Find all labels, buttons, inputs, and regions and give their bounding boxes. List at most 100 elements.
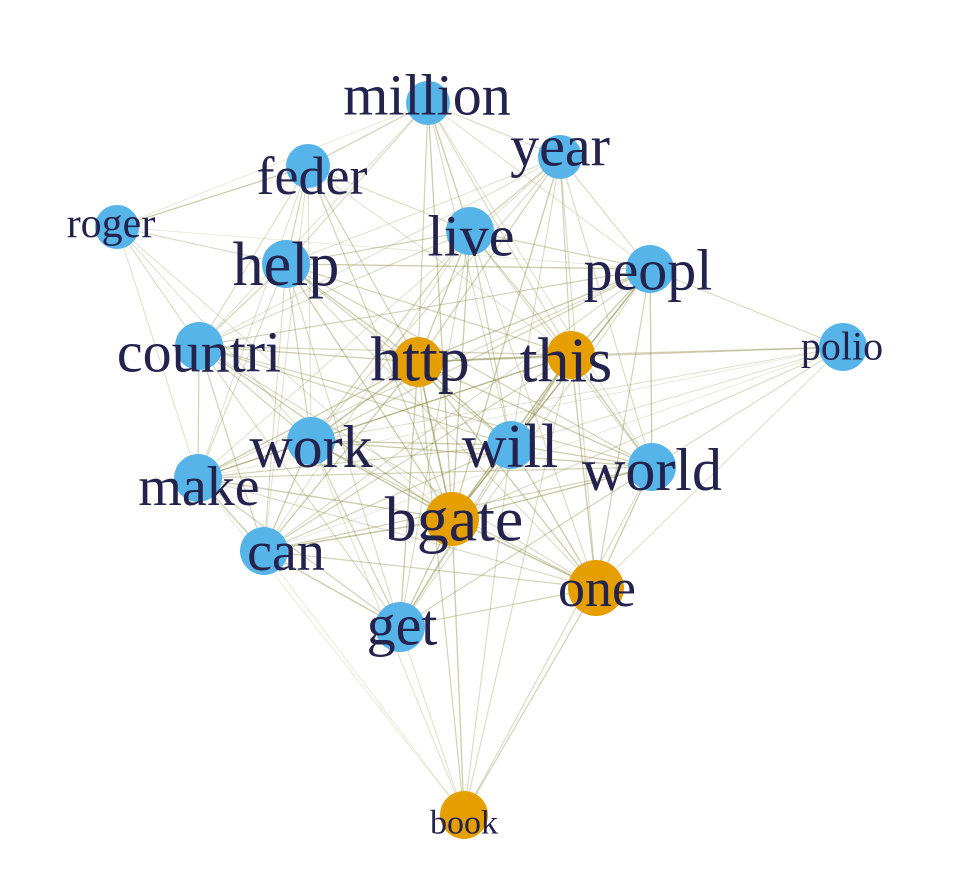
node-label-polio: polio: [801, 324, 883, 369]
edge-this-polio: [570, 346, 844, 356]
edge-million-will: [427, 102, 512, 446]
edge-feder-http: [307, 165, 419, 363]
edge-polio-world: [651, 346, 844, 468]
edge-http-world: [417, 361, 653, 468]
edge-countri-get: [198, 345, 401, 628]
edge-can-one: [263, 550, 597, 589]
edge-http-book: [417, 361, 465, 816]
edge-live-countri: [198, 230, 471, 347]
node-label-http: http: [370, 324, 470, 395]
node-label-can: can: [247, 521, 325, 583]
edge-year-countri: [198, 156, 561, 347]
edge-feder-this: [307, 165, 572, 356]
edge-live-can: [263, 230, 471, 552]
edge-live-bgate: [451, 230, 471, 520]
node-layer: [95, 81, 867, 839]
edge-roger-make: [116, 226, 199, 479]
edge-http-one: [417, 361, 597, 589]
edge-countri-will: [198, 345, 512, 446]
node-label-feder: feder: [257, 146, 368, 206]
edge-peopl-work: [310, 268, 651, 442]
edge-live-help: [285, 230, 471, 265]
edge-peopl-countri: [198, 268, 651, 347]
edge-million-http: [417, 102, 429, 363]
node-live: [446, 207, 494, 255]
edge-will-can: [263, 444, 512, 552]
edge-http-polio: [417, 346, 844, 363]
edge-year-http: [417, 156, 561, 363]
edge-roger-countri: [116, 226, 200, 347]
edge-million-feder: [307, 102, 429, 167]
edge-work-world: [310, 440, 653, 468]
edge-feder-can: [263, 165, 309, 552]
node-label-peopl: peopl: [584, 238, 713, 303]
edge-work-will: [310, 440, 512, 446]
node-roger: [95, 205, 139, 249]
edge-million-world: [427, 102, 653, 468]
edge-feder-countri: [198, 165, 309, 347]
edge-peopl-http: [417, 268, 651, 363]
edge-feder-roger: [116, 165, 309, 228]
edge-year-bgate: [451, 156, 561, 520]
node-label-world: world: [582, 437, 722, 503]
node-peopl: [626, 245, 674, 293]
edge-help-work: [285, 263, 312, 442]
edge-one-book: [463, 587, 597, 816]
edge-million-countri: [198, 102, 429, 347]
edge-year-this: [559, 156, 572, 356]
node-million: [406, 81, 450, 125]
node-can: [240, 527, 288, 575]
node-label-one: one: [558, 558, 636, 618]
edge-countri-one: [198, 345, 597, 589]
edge-live-this: [469, 230, 572, 356]
edge-polio-one: [595, 346, 844, 589]
edge-peopl-can: [263, 268, 651, 552]
edge-one-get: [399, 587, 597, 628]
node-world: [628, 443, 676, 491]
node-feder: [286, 144, 330, 188]
node-label-make: make: [138, 456, 259, 518]
edge-million-roger: [116, 102, 429, 228]
edge-bgate-can: [263, 518, 453, 552]
node-work: [287, 417, 335, 465]
edge-this-one: [570, 354, 597, 589]
edge-live-one: [469, 230, 597, 589]
node-label-will: will: [462, 413, 558, 481]
edge-http-can: [263, 361, 419, 552]
edge-year-help: [285, 156, 561, 265]
edge-countri-this: [198, 345, 572, 356]
edge-live-will: [469, 230, 512, 446]
edge-feder-bgate: [307, 165, 453, 520]
edge-can-get: [263, 550, 401, 628]
edge-can-book: [263, 550, 465, 816]
node-get: [375, 602, 425, 652]
edge-million-this: [427, 102, 572, 356]
edge-make-get: [197, 477, 401, 628]
node-label-bgate: bgate: [385, 484, 524, 555]
node-label-live: live: [428, 204, 515, 269]
edge-countri-can: [198, 345, 265, 552]
edge-live-peopl: [469, 230, 651, 270]
edge-year-make: [197, 156, 561, 479]
edge-world-book: [463, 466, 653, 816]
edge-work-get: [310, 440, 401, 628]
edge-help-peopl: [285, 263, 651, 270]
edge-roger-peopl: [116, 226, 651, 270]
edge-polio-can: [263, 346, 844, 552]
node-book: [440, 791, 488, 839]
edge-make-book: [197, 477, 465, 816]
edge-help-can: [263, 263, 287, 552]
edge-http-this: [417, 354, 572, 363]
edge-live-get: [399, 230, 471, 628]
edge-help-make: [197, 263, 287, 479]
node-make: [174, 454, 222, 502]
node-label-million: million: [343, 63, 511, 128]
node-bgate: [425, 492, 479, 546]
edge-make-bgate: [197, 477, 453, 520]
node-label-countri: countri: [117, 320, 281, 385]
edge-will-book: [463, 444, 512, 816]
edge-this-work: [310, 354, 572, 442]
